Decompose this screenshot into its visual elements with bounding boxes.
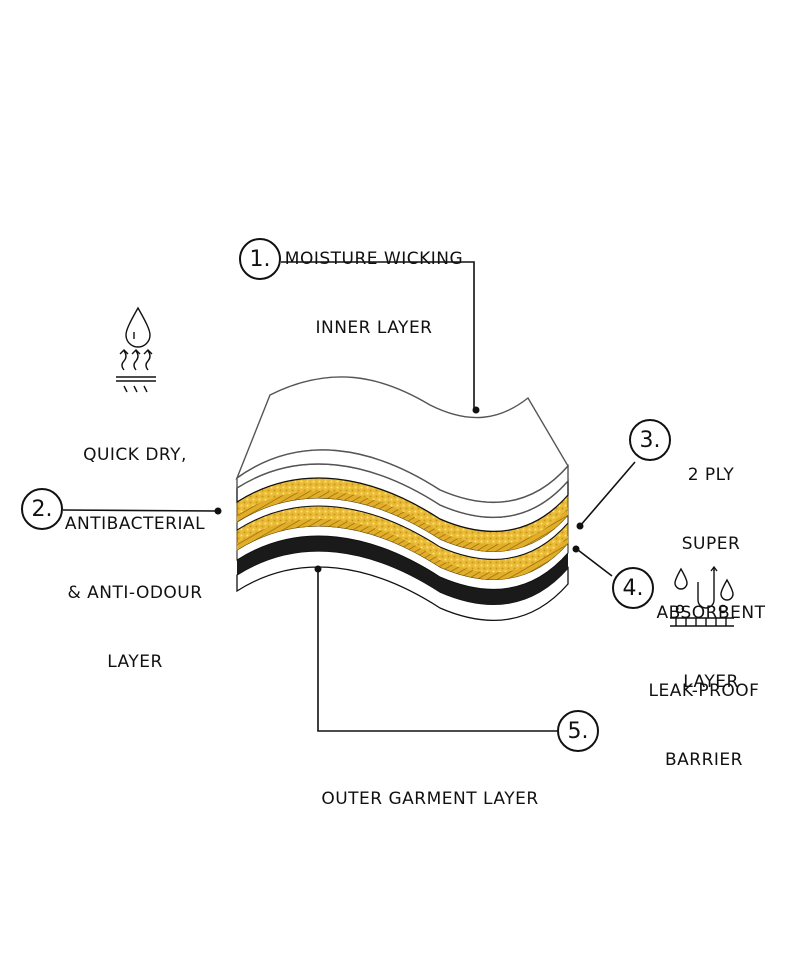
leader-line-2 [62, 509, 217, 512]
leader-dot-5 [314, 565, 322, 573]
label-layer-2-line-4: LAYER [107, 652, 163, 672]
leak-proof-barrier-layer [237, 536, 568, 605]
label-layer-2-line-1: QUICK DRY, [83, 445, 187, 465]
badge-layer-3: 3. [629, 419, 671, 461]
quick-dry-icon [116, 306, 156, 393]
leader-dot-3 [576, 522, 584, 530]
leader-dot-4 [572, 545, 580, 553]
label-layer-3-line-4: LAYER [683, 672, 739, 692]
label-layer-2: QUICK DRY, ANTIBACTERIAL & ANTI-ODOUR LA… [50, 398, 220, 720]
leader-line-5 [317, 570, 557, 732]
label-layer-1: MOISTURE WICKING INNER LAYER [270, 202, 478, 386]
leader-line-4 [577, 549, 613, 577]
label-layer-2-line-2: ANTIBACTERIAL [64, 514, 206, 534]
leader-line-3 [579, 461, 636, 527]
label-layer-1-line-1: MOISTURE WICKING [284, 249, 464, 269]
label-layer-1-line-2: INNER LAYER [315, 318, 433, 338]
leak-proof-icon [670, 565, 734, 627]
label-layer-3-line-2: SUPER [681, 534, 741, 554]
leader-line-1 [281, 261, 475, 410]
badge-layer-1: 1. [239, 238, 281, 280]
label-layer-2-line-3: & ANTI-ODOUR [67, 583, 203, 603]
label-layer-5: OUTER GARMENT LAYER [300, 742, 560, 857]
label-layer-4-line-1: LEAK-PROOF [648, 681, 760, 701]
leader-dot-2 [214, 507, 222, 515]
badge-layer-2: 2. [21, 488, 63, 530]
label-layer-3-line-3: ABSORBENT [656, 603, 766, 623]
badge-layer-4: 4. [612, 567, 654, 609]
label-layer-3-line-1: 2 PLY [687, 465, 735, 485]
label-layer-5-line-1: OUTER GARMENT LAYER [321, 789, 539, 809]
moisture-wicking-layer-edge [236, 449, 569, 519]
leader-dot-1 [472, 406, 480, 414]
label-layer-4: LEAK-PROOF BARRIER [632, 634, 776, 818]
outer-garment-layer [236, 550, 569, 622]
badge-layer-5: 5. [557, 710, 599, 752]
label-layer-4-line-2: BARRIER [665, 750, 743, 770]
label-layer-3: 2 PLY SUPER ABSORBENT LAYER [648, 418, 774, 740]
